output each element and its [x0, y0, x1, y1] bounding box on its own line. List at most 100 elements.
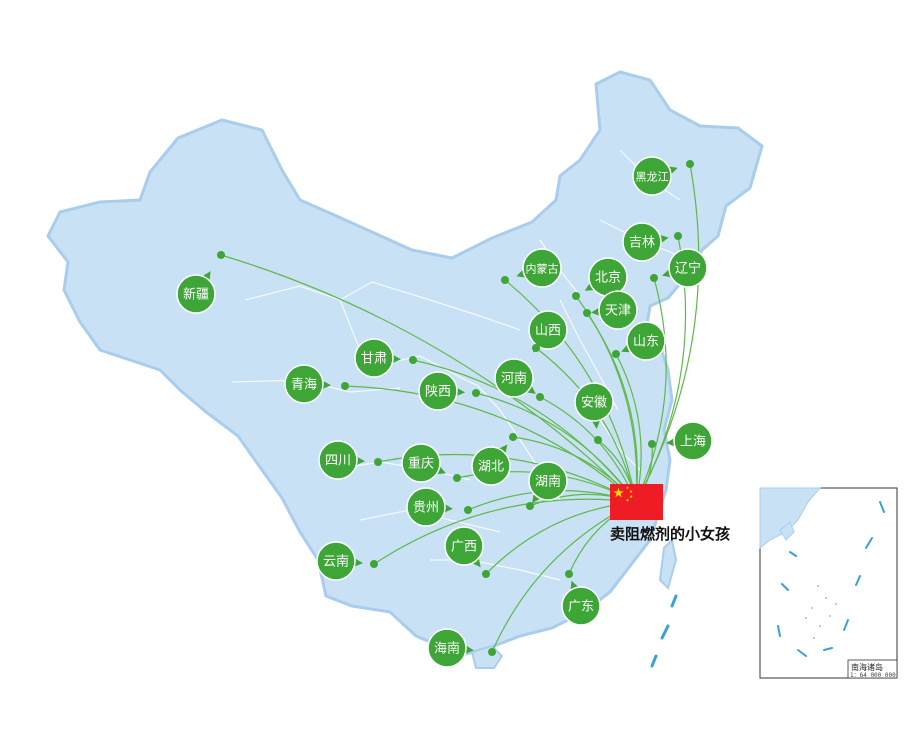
pin-label: 辽宁: [675, 261, 701, 277]
pin-label: 山西: [535, 324, 561, 339]
pin-dot: [453, 474, 461, 482]
taiwan-island: [658, 537, 678, 590]
hub-label: 卖阻燃剂的小女孩: [610, 525, 730, 543]
pin-bubble: [427, 628, 467, 668]
pin-label: 山东: [633, 335, 659, 350]
pin-dot: [501, 276, 509, 284]
pin-neimenggu[interactable]: 内蒙古: [501, 248, 562, 288]
pin-anhui[interactable]: 安徽: [574, 382, 614, 444]
pin-dot: [374, 458, 382, 466]
pin-bubble: [528, 461, 568, 501]
pin-bubble: [176, 274, 216, 314]
flag-star: [625, 498, 630, 502]
pin-bubble: [668, 248, 708, 288]
pin-dot: [583, 309, 591, 317]
pin-bubble: [318, 440, 358, 480]
route-yunnan: [373, 498, 637, 565]
province-pins: 新疆 黑龙江吉林辽宁 内蒙古北京天津山西山东甘肃青海 陕西 河南安徽上海 四川重庆 湖北湖南…: [176, 156, 713, 668]
south-china-sea-inset: 南海诸岛 1：64 000 000: [759, 487, 898, 679]
pin-bubble: [598, 290, 638, 330]
route-tianjin: [586, 312, 638, 503]
pin-dot: [674, 232, 682, 240]
pin-qinghai[interactable]: 青海: [284, 364, 349, 404]
pin-guangdong[interactable]: 广东: [561, 570, 601, 626]
pin-gansu[interactable]: 甘肃: [354, 338, 417, 378]
pin-bubble: [401, 443, 441, 483]
pin-bubble: [528, 310, 568, 350]
pin-bubble: [316, 541, 356, 581]
pin-label: 北京: [595, 271, 621, 286]
pin-hunan[interactable]: 湖南: [526, 461, 568, 510]
pin-beijing[interactable]: 北京: [572, 257, 628, 300]
pin-shandong[interactable]: 山东: [612, 321, 666, 361]
hub[interactable]: 卖阻燃剂的小女孩: [610, 484, 730, 543]
pin-shaanxi[interactable]: 陕西: [418, 371, 480, 411]
pin-bubble: [418, 371, 458, 411]
pin-chongqing[interactable]: 重庆: [401, 443, 461, 483]
pin-bubble: [622, 222, 662, 262]
pin-bubble: [444, 526, 484, 566]
flag-star: [629, 494, 633, 499]
pin-label: 陕西: [425, 385, 451, 400]
pin-label: 新疆: [183, 287, 209, 303]
pin-dot: [686, 160, 694, 168]
flag-star: [629, 489, 633, 494]
pin-dot: [370, 560, 378, 568]
pin-sichuan[interactable]: 四川: [318, 440, 382, 480]
flag-star: [625, 486, 630, 490]
pin-dot: [341, 382, 349, 390]
pin-shanghai[interactable]: 上海: [648, 421, 713, 461]
pin-jilin[interactable]: 吉林: [622, 222, 682, 262]
pin-dot: [509, 433, 517, 441]
route-qinghai: [344, 385, 637, 503]
pin-shanxi[interactable]: 山西: [528, 310, 568, 353]
pin-label: 湖北: [478, 460, 504, 475]
pin-guangxi[interactable]: 广西: [444, 526, 490, 578]
pin-bubble: [494, 358, 534, 398]
pin-xinjiang[interactable]: 新疆: [176, 251, 225, 314]
pin-dot: [565, 570, 573, 578]
pin-dot: [532, 344, 540, 352]
pin-dot: [612, 350, 620, 358]
pin-label: 青海: [291, 378, 317, 393]
pin-guizhou[interactable]: 贵州: [406, 487, 472, 527]
pin-bubble: [354, 338, 394, 378]
pin-bubble: [522, 248, 562, 288]
pin-bubble: [673, 421, 713, 461]
pin-label: 吉林: [629, 236, 655, 251]
pin-liaoning[interactable]: 辽宁: [650, 248, 708, 288]
pin-label: 海南: [434, 641, 460, 657]
pin-dot: [472, 389, 480, 397]
pin-bubble: [406, 487, 446, 527]
inset-caption: 南海诸岛: [851, 662, 883, 672]
pin-dot: [650, 274, 658, 282]
pin-label: 湖南: [535, 474, 561, 490]
pin-heilongjiang[interactable]: 黑龙江: [632, 156, 694, 196]
pin-bubble: [561, 586, 601, 626]
pin-dot: [572, 292, 580, 300]
pin-label: 黑龙江: [636, 171, 669, 184]
flag-star: [613, 487, 624, 498]
route-xinjiang: [220, 254, 637, 503]
pin-yunnan[interactable]: 云南: [316, 541, 378, 581]
pin-hainan[interactable]: 海南: [427, 628, 496, 668]
pin-hubei[interactable]: 湖北: [471, 433, 517, 486]
pin-label: 广东: [568, 600, 594, 615]
pin-label: 云南: [323, 554, 349, 570]
route-neimenggu: [504, 279, 637, 503]
pin-dot: [217, 251, 225, 259]
pin-dot: [409, 356, 417, 364]
pin-dot: [536, 393, 544, 401]
pin-bubble: [284, 364, 324, 404]
mainland-shape: [46, 70, 764, 656]
pin-label: 甘肃: [361, 352, 387, 367]
pin-dot: [648, 440, 656, 448]
pin-label: 贵州: [413, 501, 439, 516]
pin-label: 河南: [501, 371, 527, 387]
pin-henan[interactable]: 河南: [494, 358, 544, 401]
pin-label: 上海: [680, 435, 706, 450]
pin-bubble: [471, 446, 511, 486]
pin-tianjin[interactable]: 天津: [583, 290, 638, 330]
